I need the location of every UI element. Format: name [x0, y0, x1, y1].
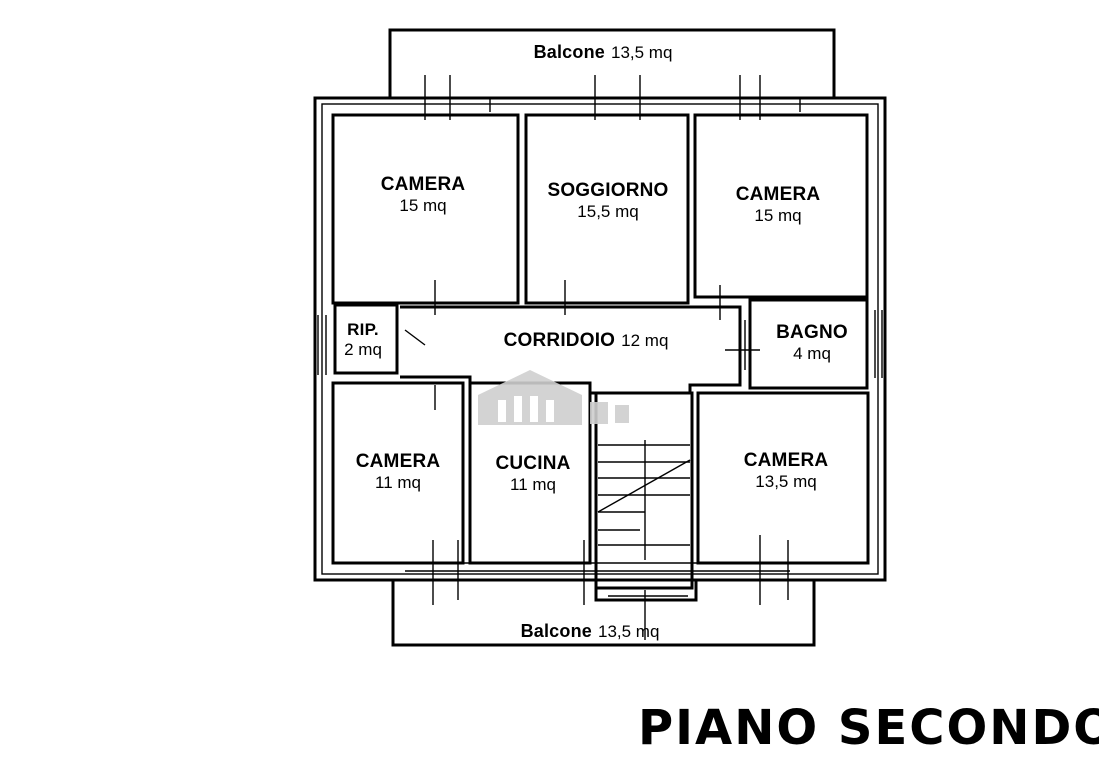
balcony-top-area: 13,5 mq — [611, 43, 673, 62]
room-area: 11 mq — [375, 473, 421, 492]
room-camera-sw-label: CAMERA 11 mq — [356, 451, 441, 493]
room-rip-label: RIP. 2 mq — [344, 320, 382, 360]
floor-title: PIANO SECONDO — [638, 700, 1099, 756]
room-name: CAMERA — [355, 451, 441, 472]
room-camera-se-label: CAMERA 13,5 mq — [744, 450, 829, 492]
room-camera-nw-label: CAMERA 15 mq — [381, 174, 466, 216]
room-name: CUCINA — [495, 453, 571, 474]
room-name: BAGNO — [776, 322, 848, 343]
balcony-top-outline — [388, 28, 836, 98]
watermark-logo — [478, 370, 629, 425]
room-camera-ne-wall — [693, 113, 869, 299]
balcony-bottom-label: Balcone 13,5 mq — [521, 621, 660, 642]
room-rip-wall — [333, 303, 399, 375]
room-cucina-label: CUCINA 11 mq — [495, 453, 570, 495]
room-area: 15,5 mq — [577, 202, 639, 221]
room-area: 11 mq — [510, 475, 556, 494]
bottom-balcony-notch — [594, 578, 698, 602]
staircase — [594, 391, 694, 590]
room-name: RIP. — [347, 320, 379, 339]
room-area: 2 mq — [344, 340, 382, 359]
room-area: 13,5 mq — [755, 472, 817, 491]
room-name: CAMERA — [743, 450, 829, 471]
room-bagno-label: BAGNO 4 mq — [776, 322, 848, 364]
room-area: 4 mq — [793, 344, 831, 363]
balcony-bottom-area: 13,5 mq — [598, 622, 660, 641]
balcony-top-name: Balcone — [533, 42, 605, 62]
balcony-bottom-name: Balcone — [520, 621, 592, 641]
room-area: 12 mq — [621, 331, 669, 350]
room-soggiorno-label: SOGGIORNO 15,5 mq — [547, 180, 668, 222]
balcony-top-label: Balcone 13,5 mq — [534, 42, 673, 63]
room-name: SOGGIORNO — [547, 180, 669, 201]
room-bagno-wall — [748, 298, 869, 390]
room-name: CAMERA — [380, 174, 466, 195]
room-area: 15 mq — [399, 196, 447, 215]
room-corridoio-label: CORRIDOIO 12 mq — [504, 330, 669, 352]
room-area: 15 mq — [754, 206, 802, 225]
room-name: CORRIDOIO — [503, 330, 616, 351]
room-camera-sw-wall — [331, 381, 465, 565]
room-camera-ne-label: CAMERA 15 mq — [736, 184, 821, 226]
room-soggiorno-wall — [524, 113, 690, 305]
balcony-bottom-outline — [391, 580, 816, 647]
room-name: CAMERA — [735, 184, 821, 205]
